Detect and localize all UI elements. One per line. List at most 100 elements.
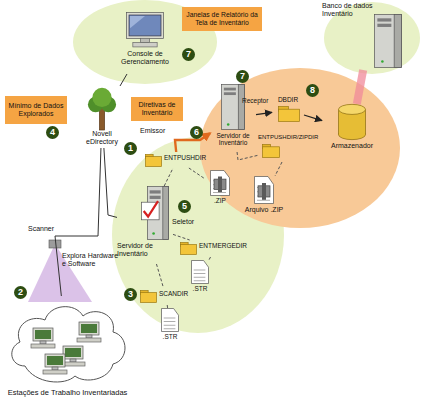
folder-node: ENTPUSHDIR/ZIPDIR xyxy=(258,134,320,162)
folder-node: ENTMERGEDIR xyxy=(180,240,250,257)
annotation-text: Explora Hardware e Software xyxy=(62,252,120,268)
icon-part xyxy=(227,123,230,126)
icon-part xyxy=(146,157,162,167)
workstation-symbol xyxy=(77,322,101,342)
workstation-cloud: Estações de Trabalho Inventariadas xyxy=(5,296,130,412)
file-symbol xyxy=(191,260,209,284)
tree-symbol xyxy=(86,86,118,130)
connector xyxy=(55,148,101,296)
node-text: ENTMERGEDIR xyxy=(199,242,250,249)
connector xyxy=(237,152,258,160)
console-node: Console de Gerenciamento xyxy=(112,12,178,74)
icon-part xyxy=(263,147,280,158)
receiver-zone xyxy=(200,68,400,228)
node-text: Janelas de Relatório da Tela de Inventár… xyxy=(184,11,260,26)
icon-part xyxy=(255,177,274,204)
callout-number: 8 xyxy=(306,84,319,97)
icon-part xyxy=(194,280,206,282)
callout-number: 2 xyxy=(14,286,27,299)
annotation-text: Seletor xyxy=(172,218,202,226)
icon-part xyxy=(35,330,51,339)
icon-part xyxy=(381,60,384,63)
icon-part xyxy=(211,171,230,196)
connector xyxy=(167,305,168,308)
zip-symbol xyxy=(210,170,230,196)
icon-part xyxy=(194,273,206,275)
connector xyxy=(256,112,272,114)
node-text: ENTPUSHDIR xyxy=(164,154,209,161)
icon-part xyxy=(150,196,161,199)
node-text: Novell eDirectory xyxy=(78,130,126,146)
icon-part xyxy=(377,24,391,27)
icon-part xyxy=(86,335,92,338)
node-text: Console de Gerenciamento xyxy=(112,50,178,66)
check-mark xyxy=(144,201,158,216)
icon-part xyxy=(150,190,161,193)
icon-part xyxy=(194,276,206,278)
server-node: Servidor de Inventário xyxy=(117,186,173,264)
folder-symbol xyxy=(145,154,162,167)
connector xyxy=(189,168,205,179)
icon-part xyxy=(81,324,97,333)
node-text: Servidor de Inventário xyxy=(210,132,256,147)
file-node: Arquivo .ZIP xyxy=(236,176,292,220)
towercheck-symbol xyxy=(147,186,169,240)
icon-part xyxy=(140,38,149,42)
icon-part xyxy=(31,344,55,348)
icon-part xyxy=(45,354,65,367)
icon-part xyxy=(163,187,169,240)
folder-node: SCANDIR xyxy=(140,288,192,305)
folder-node: ENTPUSHDIR xyxy=(145,152,209,168)
policy-box: Mínimo de Dados Explorados xyxy=(5,96,67,124)
icon-part xyxy=(164,321,176,323)
connector xyxy=(209,257,211,260)
icon-part xyxy=(339,104,366,114)
connector xyxy=(120,74,127,86)
icon-part xyxy=(181,245,197,255)
node-text: DBDIR xyxy=(272,96,304,103)
icon-part xyxy=(194,269,206,271)
zip-symbol xyxy=(254,176,274,204)
cloud-outline xyxy=(12,307,125,382)
icon-part xyxy=(375,15,402,68)
callout-number: 5 xyxy=(178,200,191,213)
icon-part xyxy=(164,328,176,330)
folder-symbol xyxy=(180,242,197,255)
node-text: .STR xyxy=(156,333,184,340)
tower-symbol xyxy=(374,14,402,68)
workstation-symbol xyxy=(31,328,55,348)
icon-part xyxy=(129,15,161,36)
icon-part xyxy=(127,13,164,39)
folder-symbol xyxy=(278,106,300,122)
node-text: Banco de dados Inventário xyxy=(322,2,378,18)
node-text: .STR xyxy=(186,285,214,292)
icon-part xyxy=(70,359,76,362)
icon-part xyxy=(63,346,83,359)
icon-part xyxy=(262,183,266,200)
icon-part xyxy=(47,356,63,365)
icon-part xyxy=(43,370,67,374)
policy-box: Janelas de Relatório da Tela de Inventár… xyxy=(182,7,262,31)
icon-part xyxy=(218,177,222,193)
annotation-text: Receptor xyxy=(242,97,274,104)
connector xyxy=(156,264,163,288)
connector xyxy=(164,168,173,186)
callout-number: 1 xyxy=(124,142,137,155)
icon-part xyxy=(40,341,46,344)
folder-symbol xyxy=(140,290,157,303)
icon-part xyxy=(79,322,99,335)
annotation-text: Emissor xyxy=(140,127,174,135)
icon-part xyxy=(52,367,58,370)
cylinder-symbol xyxy=(338,104,366,140)
node-text: Armazenador xyxy=(322,142,382,150)
file-node: .STR xyxy=(186,260,214,294)
icon-part xyxy=(130,16,145,28)
icon-part xyxy=(152,232,155,235)
callout-number: 3 xyxy=(124,288,137,301)
tower-symbol xyxy=(221,84,245,130)
icon-part xyxy=(92,88,111,107)
icon-part xyxy=(377,18,391,21)
node-text: Diretivas de Inventário xyxy=(133,101,181,117)
file-node: .STR xyxy=(156,308,184,342)
